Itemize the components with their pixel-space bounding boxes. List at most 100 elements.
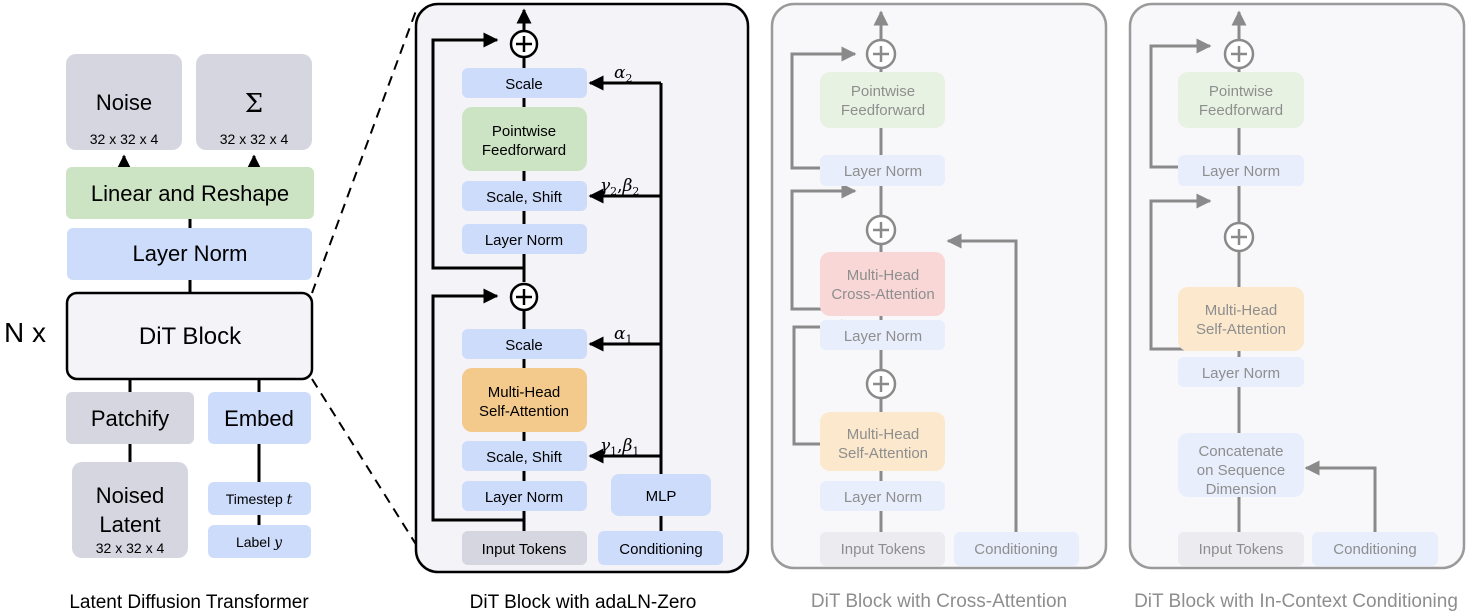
- timestep-box: [208, 482, 311, 515]
- sigma-label: Σ: [245, 89, 263, 119]
- layer-norm-top-label: Layer Norm: [485, 232, 563, 249]
- cross-ff-box-bg: [820, 72, 945, 128]
- cross-ff-line1: Pointwise: [851, 83, 915, 100]
- ldt-connectors: [116, 154, 262, 525]
- incontext-self-attention-line1: Multi-Head: [1205, 302, 1278, 319]
- alpha1-label: α1: [614, 324, 632, 346]
- conditioning-label: Conditioning: [619, 541, 702, 558]
- cross-conditioning-box: [954, 532, 1079, 566]
- latent-diffusion-transformer-panel: Noise 32 x 32 x 4 Σ 32 x 32 x 4 Linear a…: [4, 54, 314, 613]
- scale-shift-top-label: Scale, Shift: [486, 189, 563, 206]
- plus-node-top: [509, 29, 539, 59]
- mlp-box: [611, 474, 711, 516]
- input-tokens-box: [462, 531, 587, 565]
- cross-plus-node-top: [865, 38, 897, 70]
- cross-ln-top-box: [820, 155, 945, 186]
- input-tokens-label: Input Tokens: [482, 541, 567, 558]
- incontext-ln-top-box: [1178, 155, 1304, 186]
- cross-ff-line2: Feedforward: [841, 102, 925, 119]
- noise-output-box: [66, 54, 182, 150]
- sigma-dims: 32 x 32 x 4: [220, 131, 289, 147]
- cross-conditioning-label: Conditioning: [974, 541, 1057, 558]
- cross-self-attention-line1: Multi-Head: [847, 426, 920, 443]
- incontext-ln-top-label: Layer Norm: [1202, 163, 1280, 180]
- pointwise-ff-box: [462, 107, 587, 171]
- incontext-ff-box: [1178, 72, 1304, 128]
- incontext-conditioning-box: [1312, 532, 1438, 566]
- incontext-ff-line2: Feedforward: [1199, 102, 1283, 119]
- scale-top-box: [462, 68, 587, 98]
- sigma-output-box: [196, 54, 312, 150]
- incontext-self-attention-line2: Self-Attention: [1196, 321, 1286, 338]
- alpha2-label: α2: [614, 63, 632, 85]
- noise-label: Noise: [96, 90, 152, 115]
- adaln-caption: DiT Block with adaLN-Zero: [470, 592, 697, 613]
- linear-reshape-label: Linear and Reshape: [91, 181, 289, 206]
- layer-norm-bottom-box: [462, 481, 587, 511]
- scale-bottom-box: [462, 329, 587, 359]
- adaln-zero-panel: Scale Pointwise Feedforward Scale, Shift…: [414, 2, 750, 613]
- cross-attention-line1: Multi-Head: [847, 267, 920, 284]
- patchify-label: Patchify: [91, 406, 169, 431]
- gamma1-beta1-label: γ1,β1: [600, 436, 639, 458]
- timestep-text: Timestep: [226, 491, 283, 507]
- noised-latent-line2: Latent: [99, 512, 160, 537]
- timestep-symbol: t: [287, 492, 293, 508]
- linear-reshape-box: [66, 167, 314, 219]
- zoom-indicator-lines: [311, 7, 418, 547]
- timestep-label: Timestep t: [226, 491, 293, 508]
- cross-attention-box: [820, 252, 945, 316]
- cross-input-tokens-label: Input Tokens: [841, 541, 926, 558]
- concatenate-line1: Concatenate: [1198, 443, 1283, 460]
- dit-block-box: [65, 291, 314, 381]
- concatenate-box: [1178, 433, 1304, 497]
- concatenate-line3: Dimension: [1206, 481, 1277, 498]
- incontext-plus-node-bottom: [1223, 221, 1255, 253]
- cross-plus-node-middle: [865, 214, 897, 246]
- scale-shift-bottom-label: Scale, Shift: [486, 449, 563, 466]
- noise-dims: 32 x 32 x 4: [90, 131, 159, 147]
- scale-top-label: Scale: [505, 76, 543, 93]
- self-attention-line2: Self-Attention: [479, 403, 569, 420]
- class-label-symbol: y: [273, 535, 283, 551]
- ldt-caption: Latent Diffusion Transformer: [69, 592, 309, 613]
- layer-norm-bottom-label: Layer Norm: [485, 489, 563, 506]
- cross-ln-bottom-label: Layer Norm: [844, 489, 922, 506]
- incontext-plus-node-top: [1223, 38, 1255, 70]
- noised-latent-dims: 32 x 32 x 4: [96, 540, 165, 556]
- self-attention-box: [462, 368, 587, 432]
- cross-attention-line2: Cross-Attention: [831, 286, 934, 303]
- noised-latent-box: [72, 462, 188, 558]
- class-label-box: [208, 525, 311, 558]
- pointwise-ff-line2: Feedforward: [482, 142, 566, 159]
- plus-node-bottom: [509, 282, 539, 312]
- scale-shift-bottom-box: [462, 441, 587, 471]
- cross-ln-top-label: Layer Norm: [844, 163, 922, 180]
- conditioning-box: [598, 531, 723, 565]
- adaln-connectors: [431, 8, 663, 531]
- cross-ln-mid-label: Layer Norm: [844, 328, 922, 345]
- gamma2-beta2-label: γ2,β2: [600, 176, 639, 198]
- incontext-input-tokens-label: Input Tokens: [1199, 541, 1284, 558]
- incontext-caption: DiT Block with In-Context Conditioning: [1134, 591, 1458, 612]
- repeat-n-label: N x: [4, 317, 46, 348]
- incontext-conditioning-label: Conditioning: [1333, 541, 1416, 558]
- dit-block-label: DiT Block: [139, 323, 242, 350]
- cross-plus-node-bottom: [865, 368, 897, 400]
- incontext-ff-line1: Pointwise: [1209, 83, 1273, 100]
- final-layer-norm-label: Layer Norm: [133, 241, 248, 266]
- cross-input-tokens-box: [820, 532, 945, 566]
- scale-shift-top-box: [462, 181, 587, 211]
- pointwise-ff-line1: Pointwise: [492, 123, 556, 140]
- cross-self-attention-box: [820, 412, 945, 471]
- concatenate-line2: on Sequence: [1197, 462, 1285, 479]
- cross-ln-bottom-box: [820, 481, 945, 511]
- incontext-self-attention-box: [1178, 287, 1304, 351]
- cross-self-attention-line2: Self-Attention: [838, 445, 928, 462]
- class-label-text: Label: [236, 534, 270, 550]
- incontext-panel-frame: [1128, 2, 1466, 570]
- cross-attention-panel: Pointwise Feedforward Layer Norm Multi-H…: [770, 2, 1108, 612]
- final-layer-norm-box: [67, 228, 312, 280]
- noised-latent-line1: Noised: [96, 483, 164, 508]
